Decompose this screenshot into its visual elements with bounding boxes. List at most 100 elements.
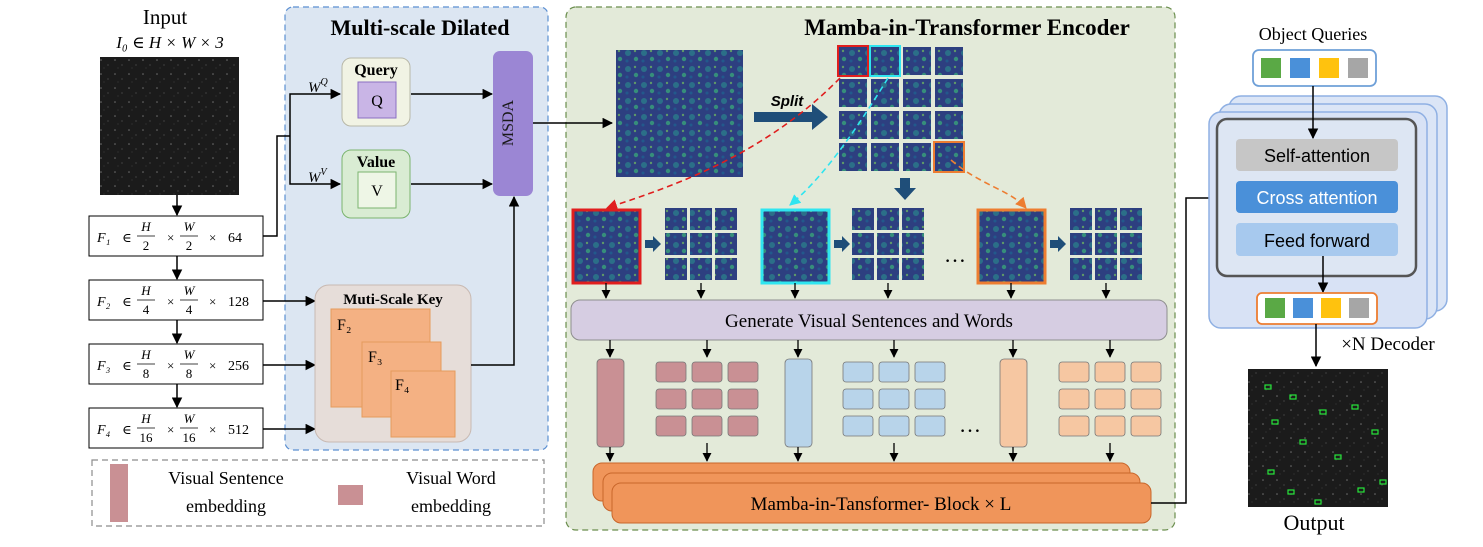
feature-label: F₄ <box>96 423 111 438</box>
grid-patch <box>903 111 931 139</box>
grid-patch <box>903 47 931 75</box>
word-patch <box>715 233 737 255</box>
word-embedding <box>655 361 687 383</box>
word-embedding <box>878 388 910 410</box>
detection-box <box>1357 487 1365 493</box>
word-patch <box>715 208 737 230</box>
decoder-output-tokens <box>1256 292 1378 325</box>
grid-patch <box>935 111 963 139</box>
word-patch <box>1120 233 1142 255</box>
feature-in-symbol: ∈ <box>122 294 132 309</box>
times-symbol: × <box>167 422 174 437</box>
word-embedding <box>914 361 946 383</box>
patch-arrow <box>834 236 850 252</box>
grid-patch <box>839 111 867 139</box>
output-image <box>1248 369 1388 507</box>
feature-box <box>88 279 264 321</box>
word-patch <box>1070 258 1092 280</box>
output-token-yellow <box>1321 298 1341 318</box>
times-symbol: × <box>167 358 174 373</box>
detection-box <box>1289 394 1297 400</box>
word-embedding <box>1130 415 1162 437</box>
fraction-numerator: H <box>140 283 151 298</box>
feature-pyramid: F₁∈H2×W2×64F₂∈H4×W4×128F₃∈H8×W8×256F₄∈H1… <box>88 215 264 449</box>
times-symbol: × <box>209 294 216 309</box>
orange-highlight <box>933 141 965 173</box>
decoder-repeat-label: ×N Decoder <box>1341 334 1435 355</box>
sentence-embedding <box>596 358 625 448</box>
word-embedding <box>655 388 687 410</box>
word-embedding <box>691 415 723 437</box>
feed-forward-block <box>1236 223 1398 256</box>
word-patch <box>902 208 924 230</box>
word-embedding <box>1058 415 1090 437</box>
times-symbol: × <box>209 358 216 373</box>
times-symbol: × <box>167 230 174 245</box>
detection-boxes <box>1264 384 1387 505</box>
detection-box <box>1287 489 1295 495</box>
word-embedding <box>842 388 874 410</box>
generate-label: Generate Visual Sentences and Words <box>725 311 1013 332</box>
grid-patch <box>839 47 867 75</box>
output-token-gray <box>1349 298 1369 318</box>
feature-in-symbol: ∈ <box>122 422 132 437</box>
grid-patch <box>871 111 899 139</box>
word-embedding <box>1058 388 1090 410</box>
self-attention-label: Self-attention <box>1264 146 1370 166</box>
fraction-denominator: 8 <box>143 366 150 381</box>
object-queries-box <box>1252 49 1377 87</box>
word-embedding <box>1130 361 1162 383</box>
word-patch <box>902 233 924 255</box>
msda-label: MSDA <box>500 99 517 146</box>
input-title: Input <box>143 5 187 29</box>
fraction-numerator: W <box>184 283 196 298</box>
legend-box <box>91 459 545 527</box>
wq-label: WQ <box>308 77 329 96</box>
fraction-denominator: 4 <box>186 302 193 317</box>
selected-patch <box>760 208 831 285</box>
detection-box <box>1267 469 1275 475</box>
detection-box <box>1371 429 1379 435</box>
output-token-blue <box>1293 298 1313 318</box>
msd-title: Multi-scale Dilated <box>330 15 509 40</box>
input-image <box>100 57 239 195</box>
legend-word-line1: Visual Word <box>406 468 496 488</box>
fraction-numerator: W <box>184 219 196 234</box>
key-f3-label: F₃ <box>368 349 382 366</box>
word-embedding <box>914 388 946 410</box>
sentence-embedding <box>784 358 813 448</box>
word-patch <box>715 258 737 280</box>
detection-box <box>1351 404 1359 410</box>
grid-patch <box>935 79 963 107</box>
times-symbol: × <box>209 230 216 245</box>
grid-patch <box>935 143 963 171</box>
word-patch <box>852 233 874 255</box>
legend-sentence-line2: embedding <box>186 496 266 516</box>
feature-box <box>88 343 264 385</box>
patch-row <box>571 208 1142 285</box>
word-patch <box>1070 233 1092 255</box>
word-embedding <box>914 415 946 437</box>
fraction-numerator: H <box>140 219 151 234</box>
word-embedding <box>1094 415 1126 437</box>
feature-box <box>88 215 264 257</box>
embedding-row <box>596 340 1162 462</box>
word-patch <box>1095 208 1117 230</box>
feature-label: F₁ <box>96 231 110 246</box>
word-embedding <box>842 361 874 383</box>
word-embedding <box>727 388 759 410</box>
embed-ellipsis: … <box>959 412 981 437</box>
times-symbol: × <box>209 422 216 437</box>
grid-patch <box>871 143 899 171</box>
patch-ellipsis: … <box>944 242 966 267</box>
grid-patch <box>903 79 931 107</box>
feature-channels: 128 <box>228 295 249 310</box>
word-patch <box>665 233 687 255</box>
word-embedding <box>691 361 723 383</box>
grid-patch <box>935 47 963 75</box>
legend-word-line2: embedding <box>411 496 491 516</box>
word-embedding <box>1130 388 1162 410</box>
fraction-denominator: 2 <box>143 238 150 253</box>
fraction-denominator: 4 <box>143 302 150 317</box>
